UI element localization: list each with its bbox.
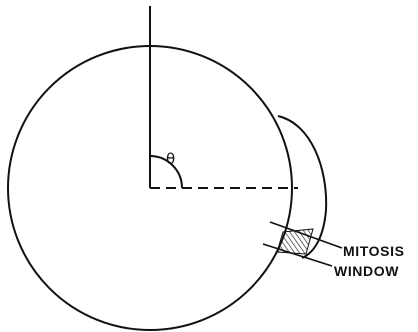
angle-label: θ [166, 150, 175, 168]
mitosis-label: MITOSIS [343, 243, 405, 259]
window-label: WINDOW [334, 263, 399, 279]
